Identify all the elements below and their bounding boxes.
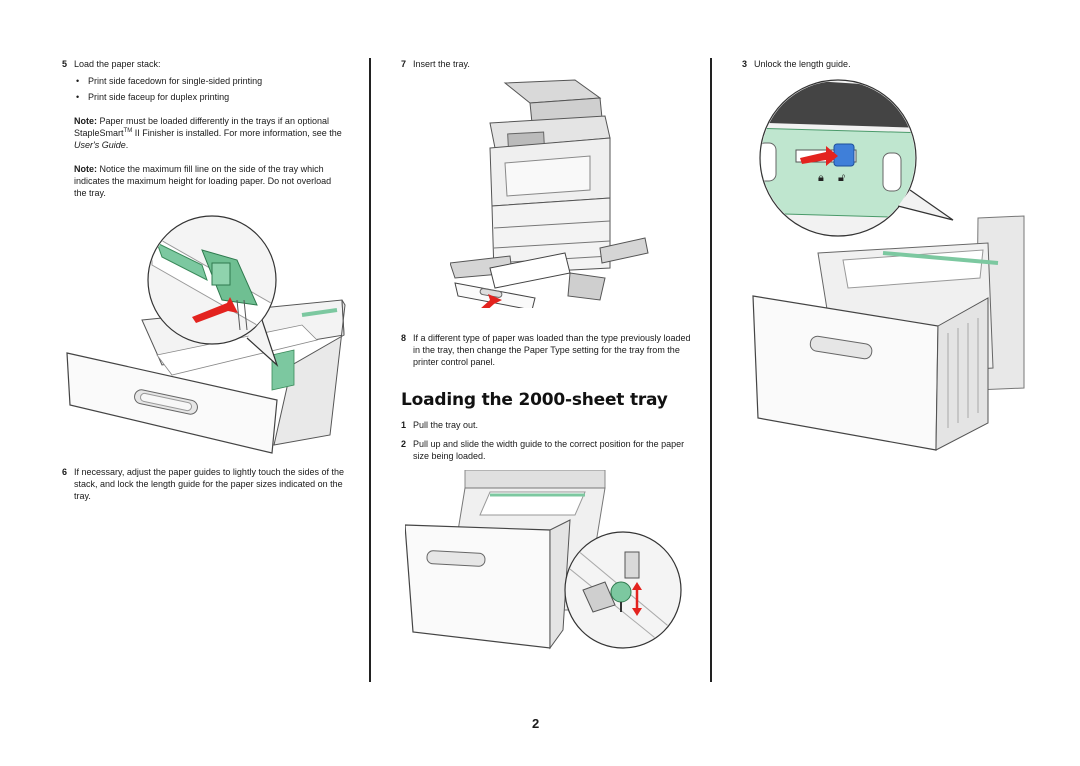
users-guide-reference: User's Guide [74, 140, 126, 150]
step-number: 1 [401, 420, 407, 430]
note-text: II Finisher is installed. For more infor… [132, 128, 342, 138]
step-text: If necessary, adjust the paper guides to… [74, 467, 344, 501]
step-number: 6 [62, 467, 68, 477]
page-number: 2 [532, 716, 540, 731]
step-text: Pull up and slide the width guide to the… [413, 439, 685, 461]
column-2: 7 Insert the tray. [401, 58, 691, 70]
note-finisher: Note: Paper must be loaded differently i… [62, 115, 344, 151]
column-3: 3 Unlock the length guide. [742, 58, 1032, 70]
bullet-text: Print side facedown for single-sided pri… [88, 76, 263, 86]
note-fill-line: Note: Notice the maximum fill line on th… [62, 163, 344, 199]
bullet-item: • Print side facedown for single-sided p… [62, 75, 344, 87]
column-divider-right [710, 58, 712, 682]
step-text: Load the paper stack: [74, 59, 161, 69]
bullet-icon: • [76, 92, 80, 102]
illustration-unlock-length-guide: 🔒︎ 🔓︎ [752, 79, 1025, 451]
step-number: 5 [62, 59, 68, 69]
step-2: 2 Pull up and slide the width guide to t… [401, 438, 697, 462]
step-number: 2 [401, 439, 407, 449]
step-number: 7 [401, 59, 407, 69]
note-text: . [125, 140, 129, 150]
note-label: Note: [74, 116, 97, 126]
step-7: 7 Insert the tray. [401, 58, 691, 70]
column-divider-left [369, 58, 371, 682]
bullet-icon: • [76, 76, 80, 86]
svg-text:🔒︎: 🔒︎ [818, 171, 824, 184]
note-label: Note: [74, 164, 97, 174]
step-text: If a different type of paper was loaded … [413, 333, 691, 367]
step-number: 3 [742, 59, 748, 69]
section-heading: Loading the 2000-sheet tray [401, 390, 668, 410]
note-text: Notice the maximum fill line on the side… [74, 164, 332, 198]
illustration-width-guide [405, 470, 682, 650]
note-text: Paper must be loaded differently in the … [74, 116, 329, 138]
step-1: 1 Pull the tray out. [401, 419, 697, 431]
step-8: 8 If a different type of paper was loade… [401, 332, 697, 368]
step-text: Unlock the length guide. [754, 59, 851, 69]
step-text: Pull the tray out. [413, 420, 479, 430]
step-5: 5 Load the paper stack: [62, 58, 344, 70]
svg-text:🔓︎: 🔓︎ [838, 171, 845, 184]
trademark: TM [123, 128, 133, 134]
column-1: 5 Load the paper stack: • Print side fac… [62, 58, 344, 199]
step-3: 3 Unlock the length guide. [742, 58, 1032, 70]
step-6: 6 If necessary, adjust the paper guides … [62, 466, 356, 502]
illustration-load-paper-tray [66, 215, 346, 454]
illustration-printer-insert-tray [450, 79, 649, 308]
step-text: Insert the tray. [413, 59, 470, 69]
step-number: 8 [401, 333, 407, 343]
bullet-text: Print side faceup for duplex printing [88, 92, 230, 102]
bullet-item: • Print side faceup for duplex printing [62, 91, 344, 103]
